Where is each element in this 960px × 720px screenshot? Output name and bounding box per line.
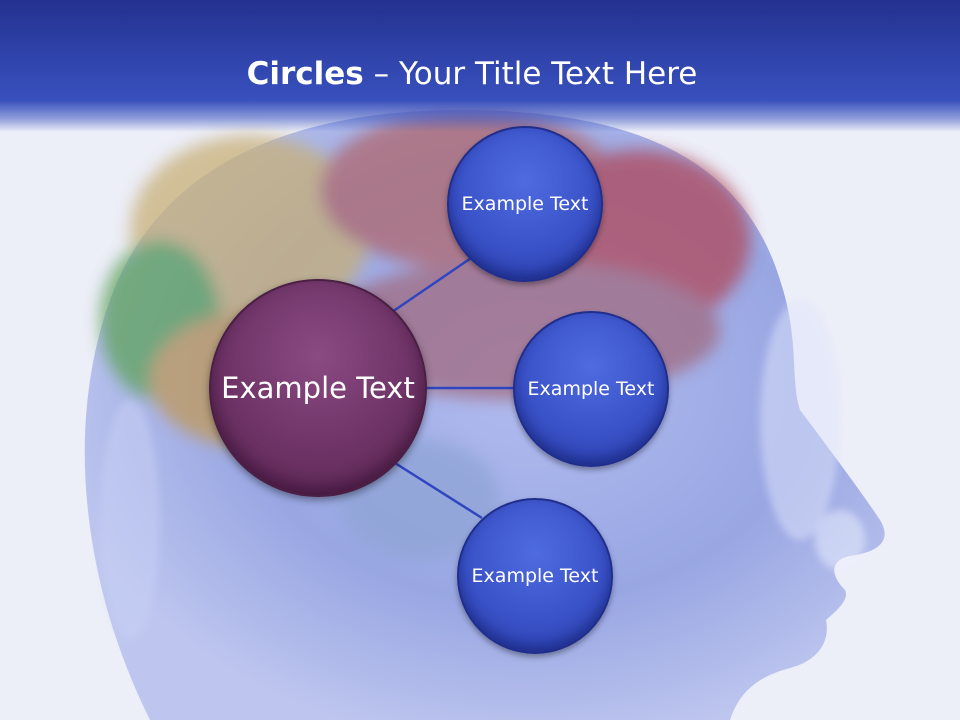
node-circle-top[interactable]: Example Text (447, 126, 603, 282)
node-circle-bottom[interactable]: Example Text (457, 498, 613, 654)
node-circle-text: Example Text (471, 565, 599, 587)
center-circle[interactable]: Example Text (209, 279, 427, 497)
node-circle-middle[interactable]: Example Text (513, 311, 669, 467)
node-circle-text: Example Text (461, 193, 589, 215)
title-rest-part: – Your Title Text Here (363, 56, 698, 92)
slide-title: Circles – Your Title Text Here (0, 54, 944, 94)
title-bold-part: Circles (246, 56, 364, 92)
connector-line-bottom (394, 461, 483, 520)
center-circle-text: Example Text (221, 371, 415, 405)
node-circle-text: Example Text (527, 378, 655, 400)
title-bar (0, 0, 960, 132)
connector-line-top (391, 252, 478, 314)
